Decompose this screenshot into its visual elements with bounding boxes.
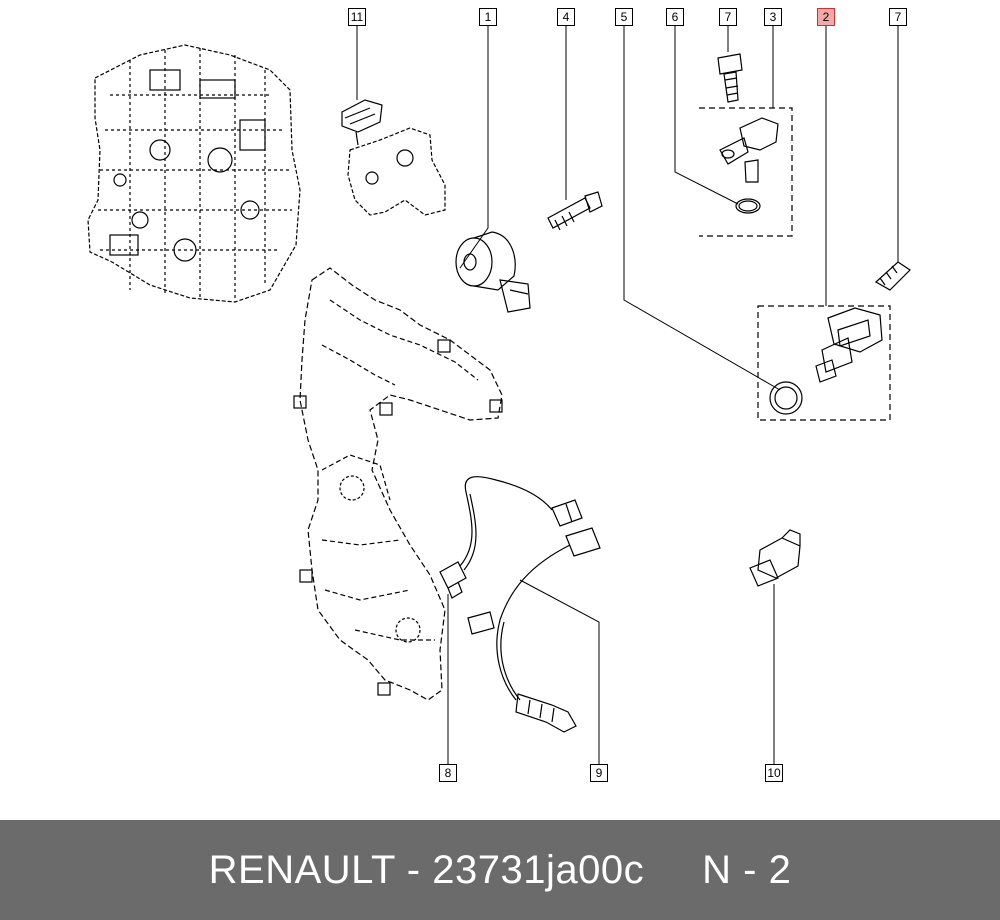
callout-2-highlighted[interactable]: 2	[817, 8, 835, 26]
callout-9[interactable]: 9	[590, 764, 608, 782]
callout-4[interactable]: 4	[557, 8, 575, 26]
callout-7-right[interactable]: 7	[889, 8, 907, 26]
position-label: N - 2	[702, 847, 792, 892]
sensor-8-illustration	[439, 476, 583, 599]
switch-10-illustration	[749, 529, 801, 587]
exhaust-manifold-illustration	[293, 267, 503, 701]
parts-diagram	[87, 26, 911, 764]
footer-caption: RENAULT - 23731ja00c N - 2	[209, 848, 792, 893]
callout-7-top[interactable]: 7	[719, 8, 737, 26]
sensor-1-illustration	[455, 231, 531, 313]
sensor-9-illustration	[467, 527, 601, 733]
callout-5[interactable]: 5	[615, 8, 633, 26]
leader-lines	[356, 26, 899, 764]
callout-8[interactable]: 8	[439, 764, 457, 782]
callout-1[interactable]: 1	[479, 8, 497, 26]
callout-10[interactable]: 10	[765, 764, 783, 782]
callout-11[interactable]: 11	[348, 8, 366, 26]
engine-block-illustration	[87, 44, 301, 303]
part-number: 23731ja00c	[432, 847, 645, 892]
callout-3[interactable]: 3	[764, 8, 782, 26]
sensor-3-illustration	[699, 53, 793, 237]
footer-bar: RENAULT - 23731ja00c N - 2	[0, 820, 1000, 920]
sensor-11-illustration	[341, 99, 446, 216]
sensor-2-illustration	[757, 261, 911, 421]
separator: -	[395, 847, 433, 892]
callout-6[interactable]: 6	[666, 8, 684, 26]
brand-name: RENAULT	[208, 847, 396, 892]
caption-gap	[644, 848, 702, 892]
bolt-4-illustration	[547, 191, 603, 231]
